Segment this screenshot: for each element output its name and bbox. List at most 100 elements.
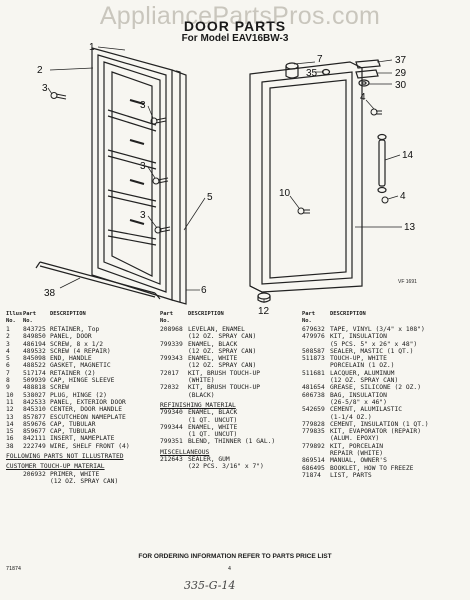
part-number: 799339 [160,340,183,348]
part-description: SCREW [50,384,69,392]
leader-lines [47,46,402,303]
header-part: Part No. [160,311,173,324]
illus-number: 9 [6,384,10,392]
part-description: SCREW (4 REPAIR) [50,347,111,355]
illus-number: 16 [6,435,14,443]
callout: 3 [140,210,146,221]
illus-number: 1 [6,326,10,333]
part-description: CAP, HINGE SLEEVE [50,377,115,385]
parts-table-column-2: Part No.DESCRIPTION 208968 LEVELAN, ENAME… [160,311,306,471]
part-description: ENAMEL, BLACK (12 OZ. SPRAY CAN) [188,340,257,355]
part-description: GREASE, SILICONE (2 OZ.) [330,384,421,392]
part-number: 849850 [23,333,46,341]
exploded-door-diagram: 1 2 3 3 3 3 5 6 37 7 35 29 30 38 12 10 4… [35,42,417,317]
part-description: GASKET, MAGNETIC [50,362,111,370]
part-number: 842111 [23,435,46,443]
part-row: 9 488818 SCREW [6,384,164,391]
watermark: AppliancePartsPros.com [99,2,381,30]
page-code: 71874 [6,566,22,572]
callout: 5 [207,192,213,203]
part-description: LEVELAN, ENAMEL (12 OZ. SPRAY CAN) [188,326,257,341]
part-number: 511681 [302,369,325,377]
callout: 29 [395,68,407,79]
illus-number: 7 [6,369,10,377]
callout: 3 [140,161,146,172]
part-row: 481654 GREASE, SILICONE (2 OZ.) [302,384,468,391]
part-number: 479976 [302,333,325,341]
part-description: SCREW, 8 x 1/2 [50,340,104,348]
table-header: Part No.DESCRIPTION [302,311,468,324]
page-title: DOOR PARTS [183,18,287,34]
part-description: CAP, TUBULAR [50,420,96,428]
hinge-plug [257,292,271,300]
part-number: 538027 [23,391,46,399]
table-header: Part No.DESCRIPTION [160,311,306,324]
illus-number: 38 [6,442,14,450]
part-row: 6 488522 GASKET, MAGNETIC [6,362,164,369]
part-description: PANEL, EXTERIOR DOOR [50,398,126,406]
part-number: 779892 [302,442,325,450]
part-number: 72032 [160,384,179,392]
refinishing-heading: REFINISHING MATERIAL [160,401,236,409]
callout: 3 [42,83,48,94]
part-description: PRIMER, WHITE (12 OZ. SPRAY CAN) [50,470,119,485]
part-number: 799340 [160,409,183,417]
part-number: 72017 [160,369,179,377]
part-number: 542659 [302,406,325,414]
callout: 35 [306,68,318,79]
part-number: 212643 [160,456,183,464]
page-number: 4 [228,566,232,572]
figure-code: VF 1691 [398,279,417,285]
illus-number: 3 [6,340,10,348]
part-description: LIST, PARTS [330,471,372,479]
part-description: PANEL, DOOR [50,333,92,341]
callout: 2 [37,65,43,76]
part-description: ESCUTCHEON NAMEPLATE [50,413,126,421]
part-description: LACQUER, ALUMINUM (12 OZ. SPRAY CAN) [330,369,399,385]
part-description: WIRE, SHELF FRONT (4) [50,442,130,450]
part-row: 208968 LEVELAN, ENAMEL (12 OZ. SPRAY CAN) [160,326,306,341]
callout: 6 [201,285,207,296]
part-number: 481654 [302,384,325,392]
callout: 1 [89,42,95,53]
part-number: 799343 [160,355,183,363]
part-number: 489532 [23,347,46,355]
part-number: 488818 [23,384,46,392]
part-number: 208968 [160,326,183,333]
illus-number: 6 [6,362,10,370]
part-number: 686495 [302,464,325,472]
part-number: 488522 [23,362,46,370]
part-number: 606738 [302,391,325,399]
illus-number: 5 [6,355,10,363]
part-description: TOUCH-UP, WHITE PORCELAIN (1 OZ.) [330,355,395,370]
part-description: BLEND, THINNER (1 GAL.) [188,438,276,446]
callout: 13 [404,222,416,233]
part-description: PLUG, HINGE (2) [50,391,107,399]
callout: 37 [395,55,407,66]
part-row: 799339 ENAMEL, BLACK (12 OZ. SPRAY CAN) [160,341,306,356]
part-description: CENTER, DOOR HANDLE [50,406,123,414]
part-number: 859677 [23,428,46,436]
header-description: DESCRIPTION [330,311,366,317]
part-number: 509939 [23,377,46,385]
illus-number: 15 [6,428,14,436]
